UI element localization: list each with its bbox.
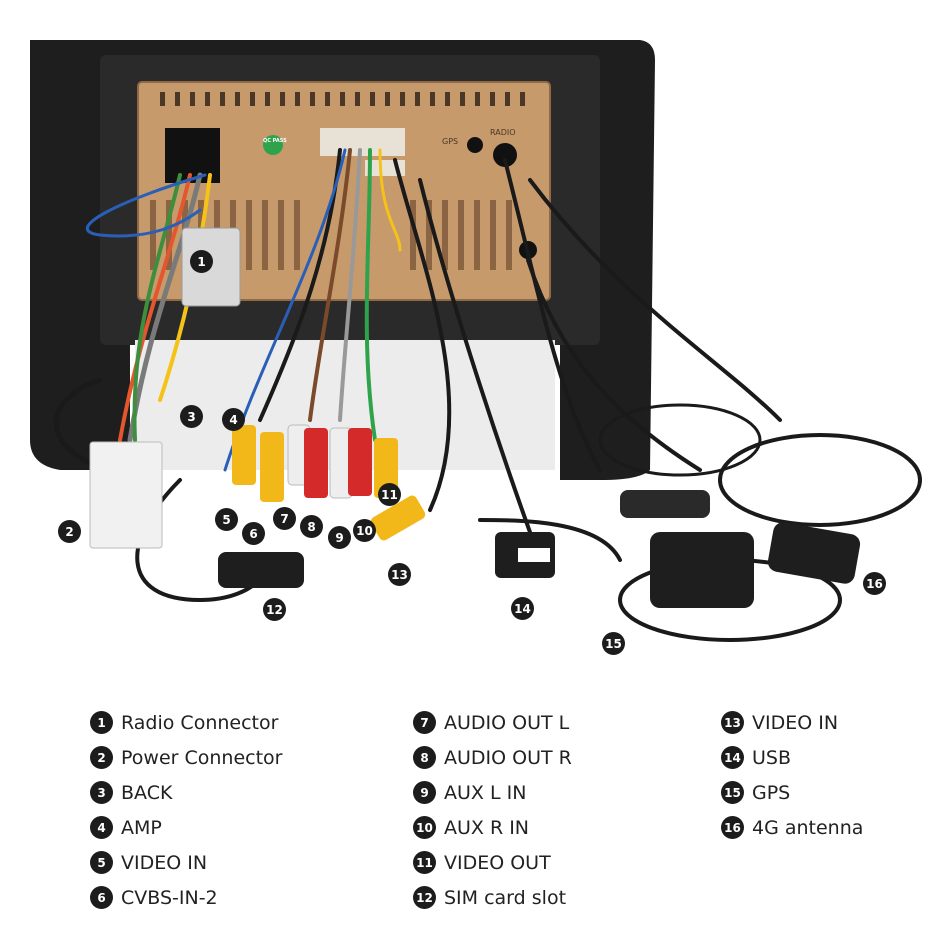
legend-number: 8 [413,746,436,769]
legend-label: CVBS-IN-2 [121,886,218,909]
gps-antenna [650,532,754,608]
legend-item: 2 Power Connector [90,740,282,775]
callout-3: 3 [180,405,203,428]
power-connector [89,441,163,549]
legend-item: 8 AUDIO OUT R [413,740,572,775]
legend-item: 12 SIM card slot [413,880,572,915]
legend-column-2: 7 AUDIO OUT L 8 AUDIO OUT R 9 AUX L IN 10 AU… [413,705,572,915]
legend-number: 13 [721,711,744,734]
callout-8: 8 [300,515,323,538]
legend-label: VIDEO IN [752,711,839,734]
legend-item: 9 AUX L IN [413,775,572,810]
4g-antenna [767,522,861,584]
callout-11: 11 [378,483,401,506]
qc-sticker-label: QC PASS [263,138,287,144]
legend-number: 7 [413,711,436,734]
legend-label: AUDIO OUT R [444,746,572,769]
callout-14: 14 [511,597,534,620]
legend-number: 6 [90,886,113,909]
callout-9: 9 [328,526,351,549]
sim-card-module [218,552,304,588]
legend-number: 12 [413,886,436,909]
gps-port-label: GPS [442,137,459,146]
legend-label: AMP [121,816,162,839]
legend-item: 16 4G antenna [721,810,863,845]
legend-number: 11 [413,851,436,874]
radio-port-label: RADIO [490,128,516,137]
legend-item: 5 VIDEO IN [90,845,282,880]
callout-4: 4 [222,408,245,431]
legend-number: 5 [90,851,113,874]
callout-15: 15 [602,632,625,655]
legend-item: 11 VIDEO OUT [413,845,572,880]
legend-item: 4 AMP [90,810,282,845]
callout-5: 5 [215,508,238,531]
legend-item: 7 AUDIO OUT L [413,705,572,740]
legend-item: 15 GPS [721,775,863,810]
legend-label: VIDEO OUT [444,851,551,874]
legend-item: 10 AUX R IN [413,810,572,845]
legend-item: 13 VIDEO IN [721,705,863,740]
callout-1: 1 [190,250,213,273]
legend-item: 6 CVBS-IN-2 [90,880,282,915]
legend-label: SIM card slot [444,886,567,909]
legend-item: 1 Radio Connector [90,705,282,740]
callout-2: 2 [58,520,81,543]
legend-label: GPS [752,781,791,804]
callout-6: 6 [242,522,265,545]
legend-item: 3 BACK [90,775,282,810]
legend-item: 14 USB [721,740,863,775]
callout-13: 13 [388,563,411,586]
legend-label: Radio Connector [121,711,279,734]
legend-number: 16 [721,816,744,839]
legend-number: 2 [90,746,113,769]
callout-12: 12 [263,598,286,621]
legend-label: AUDIO OUT L [444,711,570,734]
legend-label: VIDEO IN [121,851,208,874]
callout-16: 16 [863,572,886,595]
legend-number: 4 [90,816,113,839]
callout-10: 10 [353,519,376,542]
product-photo [30,40,922,642]
legend-label: AUX R IN [444,816,530,839]
legend-number: 10 [413,816,436,839]
legend-label: 4G antenna [752,816,864,839]
legend-label: Power Connector [121,746,283,769]
legend-label: BACK [121,781,173,804]
legend-number: 14 [721,746,744,769]
legend-number: 9 [413,781,436,804]
legend-label: USB [752,746,792,769]
legend-column-3: 13 VIDEO IN 14 USB 15 GPS 16 4G antenna [721,705,863,845]
legend-number: 15 [721,781,744,804]
legend-number: 1 [90,711,113,734]
legend-label: AUX L IN [444,781,527,804]
legend-number: 3 [90,781,113,804]
callout-7: 7 [273,507,296,530]
